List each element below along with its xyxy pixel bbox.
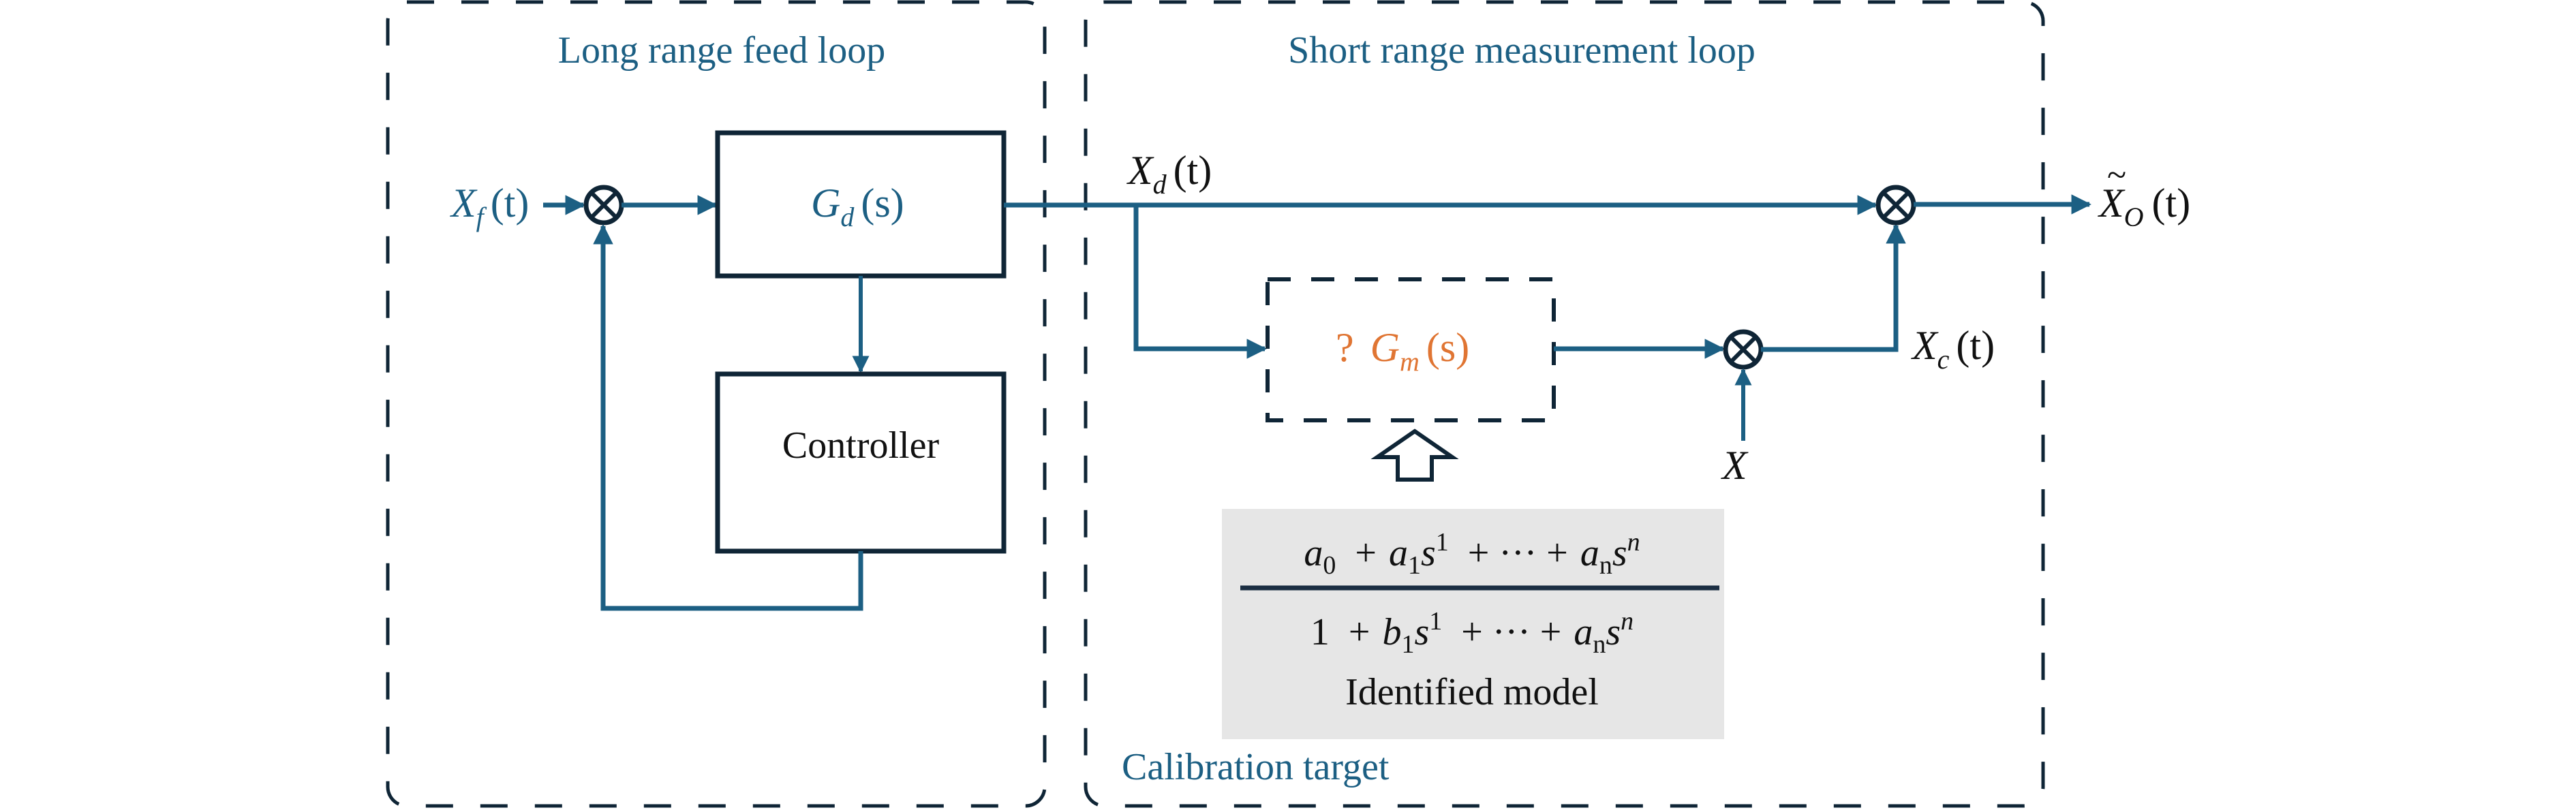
variable: s [1606,611,1621,653]
subscript: 0 [1323,551,1336,580]
superscript: 1 [1429,607,1442,636]
model-numerator: a0 + a1s1 + ··· + ansn [1304,528,1640,580]
model-feed-arrow-icon [1370,429,1459,482]
output-tilde-accent: ~ [2107,156,2126,195]
summing-junction-output [1875,185,1916,225]
controller-label: Controller [782,424,940,467]
superscript: n [1621,607,1634,636]
measurement-input-label: X [1721,443,1749,488]
long-range-loop-border [386,0,1047,808]
drive-output-label: Xd(t) [1126,148,1212,200]
summing-junction-feed [583,185,624,225]
measurement-model-label: ?Gm(s) [1336,325,1469,377]
coefficient: b [1382,611,1401,653]
svg-text:XO(t): XO(t) [2098,181,2190,232]
identified-model-panel [1222,509,1724,739]
branch-to-model [1133,205,1267,359]
coefficient: a [1304,532,1323,574]
feedback-path [593,224,863,611]
operator: + [1349,611,1380,653]
subscript: n [1593,630,1606,659]
subscript: n [1599,551,1612,580]
variable: s [1414,611,1429,653]
variable: s [1612,532,1627,574]
operator: + ··· + [1461,611,1571,653]
drive-block-label: Gd(s) [811,181,904,232]
summing-junction-measurement [1723,329,1764,370]
svg-text:Xf(t): Xf(t) [450,181,529,232]
coefficient: a [1580,532,1599,574]
model-denominator: 1 + b1s1 + ··· + ansn [1310,607,1634,659]
input-signal-label: Xf(t) [450,181,529,232]
subscript: 1 [1401,630,1414,659]
operator: + ··· + [1468,532,1578,574]
calibration-target-label: Calibration target [1122,746,1390,788]
coefficient: a [1389,532,1408,574]
corrected-signal-label: Xc(t) [1911,323,1995,375]
subscript: 1 [1408,551,1421,580]
superscript: n [1627,528,1640,557]
long-range-loop-title: Long range feed loop [558,29,885,72]
corrected-signal-path [1761,223,1906,352]
superscript: 1 [1436,528,1449,557]
coefficient: 1 [1310,611,1330,653]
identified-model-label: Identified model [1345,671,1599,713]
short-range-loop-border [1084,0,2045,808]
short-range-loop-title: Short range measurement loop [1288,29,1755,72]
operator: + [1355,532,1386,574]
output-signal-label: XO(t) ~ [2098,156,2190,232]
coefficient: a [1574,611,1593,653]
variable: s [1421,532,1436,574]
